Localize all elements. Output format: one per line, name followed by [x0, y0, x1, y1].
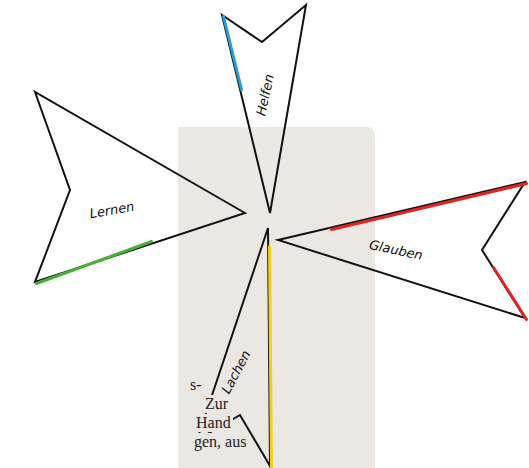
arm-label: Helfen	[253, 73, 276, 117]
cross-arm: Lernen	[32, 89, 248, 285]
color-accent	[270, 247, 272, 468]
arm-label: Lernen	[89, 199, 136, 222]
color-accent	[37, 242, 152, 284]
color-accent	[224, 17, 242, 90]
arm-shape	[197, 228, 270, 466]
arm-shape	[278, 182, 525, 318]
cross-arm: Glauben	[275, 179, 528, 321]
text-fragment: s-	[190, 376, 204, 394]
color-accent	[332, 184, 527, 230]
text-fragment: Hand	[196, 414, 233, 432]
cross-arm: Helfen	[219, 2, 309, 216]
text-fragment: gen, aus	[194, 433, 248, 451]
arm-shape	[222, 5, 306, 213]
arm-label: Lachen	[218, 348, 253, 396]
color-accent	[494, 268, 527, 320]
text-fragment: Zur	[205, 395, 230, 413]
arm-shape	[35, 92, 245, 282]
arm-outline	[32, 89, 248, 285]
arm-label: Glauben	[368, 237, 424, 263]
